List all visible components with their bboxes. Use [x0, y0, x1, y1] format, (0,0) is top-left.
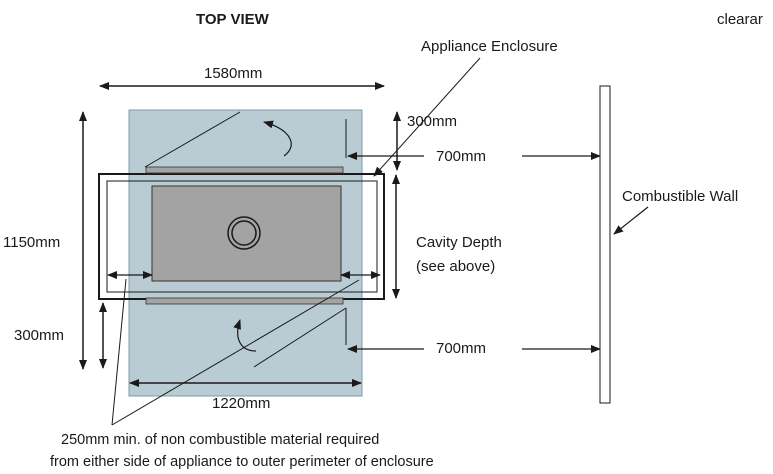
dim-1150-label: 1150mm [3, 234, 60, 251]
door-line-bottom [253, 307, 347, 368]
dim-700-top-label: 700mm [436, 148, 486, 165]
enclosure-label: Appliance Enclosure [421, 38, 558, 55]
note-line-1: 250mm min. of non combustible material r… [61, 432, 379, 448]
swing-arrow-bottom [233, 319, 257, 352]
door-line-top [144, 111, 241, 168]
diagram-title: TOP VIEW [196, 11, 270, 28]
dim-300-bottom-label: 300mm [14, 327, 64, 344]
note-line-2: from either side of appliance to outer p… [50, 454, 434, 470]
dim-300-top-label: 300mm [407, 113, 457, 130]
bottom-strip [145, 297, 344, 305]
wall-leader [613, 206, 649, 235]
top-strip [145, 166, 344, 174]
dim-1580-label: 1580mm [204, 65, 262, 82]
note-leader-2 [111, 279, 360, 426]
swing-arrow-top [263, 120, 292, 157]
see-above-label: (see above) [416, 258, 495, 275]
dim-1220-label: 1220mm [212, 395, 270, 412]
corner-text: clearar [717, 11, 763, 28]
note-leader-1 [111, 278, 127, 426]
wall-label: Combustible Wall [622, 188, 738, 205]
enclosure-inner [106, 180, 378, 293]
flue-inner-circle [231, 220, 257, 246]
dim-700-bottom-label: 700mm [436, 340, 486, 357]
cavity-depth-label: Cavity Depth [416, 234, 502, 251]
combustible-wall [599, 85, 611, 404]
